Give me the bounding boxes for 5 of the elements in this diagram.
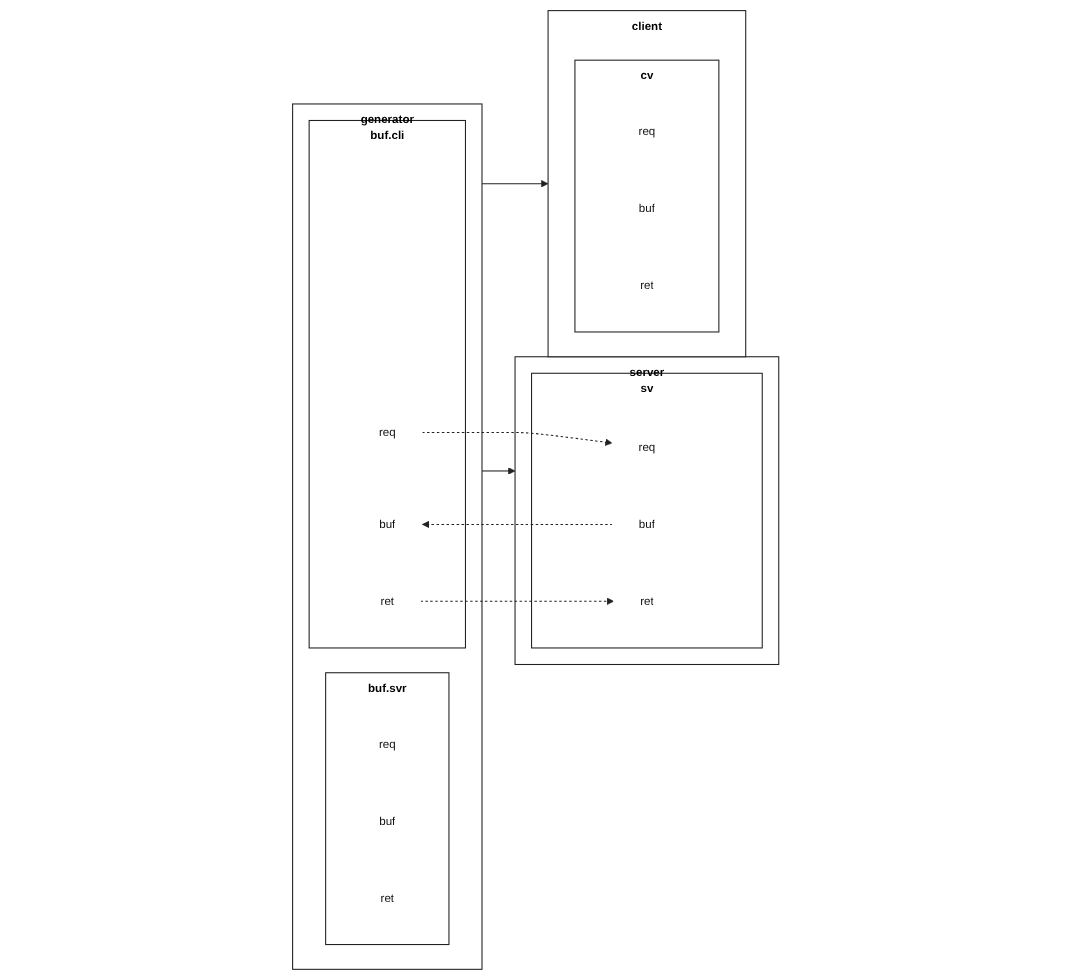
arrow <box>420 432 612 446</box>
arrow <box>480 467 515 475</box>
arrow <box>420 520 613 529</box>
arrow <box>480 180 548 188</box>
arrow <box>419 597 614 605</box>
